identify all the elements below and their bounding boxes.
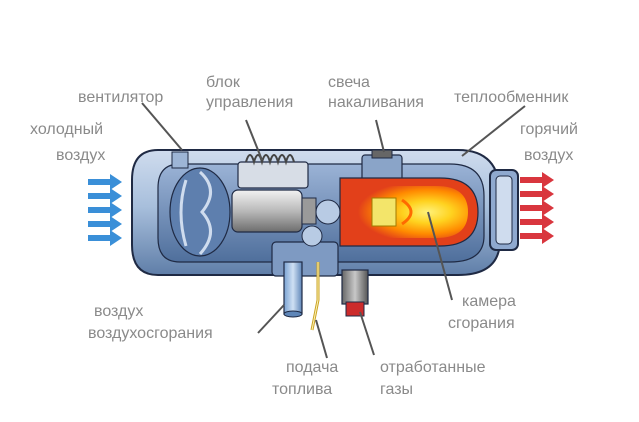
cold-air-arrows [88, 174, 122, 246]
arrow-right-icon [520, 200, 554, 216]
combustion-air-pipe [283, 261, 303, 318]
arrow-right-icon [520, 214, 554, 230]
label-glow-plug: свеча накаливания [328, 74, 424, 111]
arrow-right-icon [88, 188, 122, 204]
label-fan: вентилятор [78, 89, 163, 106]
arrow-right-icon [88, 202, 122, 218]
arrow-right-icon [520, 228, 554, 244]
arrow-right-icon [88, 230, 122, 246]
arrow-right-icon [520, 186, 554, 202]
leader-lines [141, 102, 526, 359]
arrow-right-icon [88, 216, 122, 232]
control-unit [237, 154, 309, 189]
arrow-right-icon [520, 172, 554, 188]
fan-impeller [169, 151, 231, 257]
hot-air-arrows [520, 172, 554, 244]
glow-plug [361, 149, 403, 182]
label-exhaust: отработанные газы [380, 359, 490, 398]
combustion-chamber [339, 177, 479, 247]
fuel-line [310, 262, 320, 331]
arrow-right-icon [88, 174, 122, 190]
exhaust-outlet [341, 269, 369, 317]
label-combustion-chamber: камера сгорания [448, 293, 520, 332]
label-fuel-supply: подача топлива [272, 359, 343, 398]
label-heat-exchanger: теплообменник [454, 89, 569, 106]
label-cold-air: холодный воздух [30, 121, 108, 164]
label-hot-air: горячий воздух [520, 121, 582, 164]
blower-motor [231, 189, 341, 233]
label-combustion-air: воздух воздухосгорания [88, 303, 213, 342]
label-control-unit: блок управления [206, 74, 293, 111]
